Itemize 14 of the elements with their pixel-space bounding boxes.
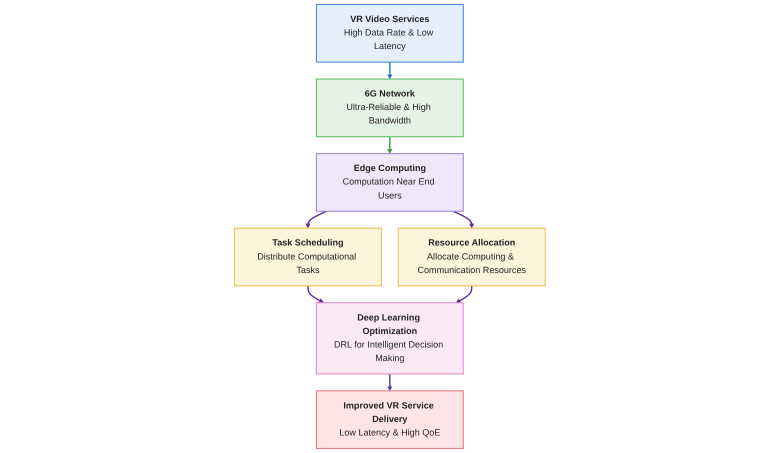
node-box: Resource Allocation Allocate Computing & Communication Resources xyxy=(397,228,546,286)
node-box: Edge Computing Computation Near End Users xyxy=(316,153,464,212)
arrow xyxy=(306,286,324,303)
arrow xyxy=(387,136,392,154)
arrow xyxy=(452,210,474,228)
arrow xyxy=(387,62,392,80)
arrow xyxy=(305,210,326,228)
arrow xyxy=(387,374,392,392)
arrow xyxy=(455,286,472,303)
node-box: 6G Network Ultra-Reliable & High Bandwidth xyxy=(316,78,464,138)
node-box: Deep Learning Optimization DRL for Intelligent Decision Making xyxy=(316,302,464,374)
node-box: Task Scheduling Distribute Computational Tasks xyxy=(234,228,382,286)
node-box: Improved VR Service Delivery Low Latency & High QoE xyxy=(316,390,464,450)
node-box: VR Video Services High Data Rate & Low Latency xyxy=(316,4,464,63)
